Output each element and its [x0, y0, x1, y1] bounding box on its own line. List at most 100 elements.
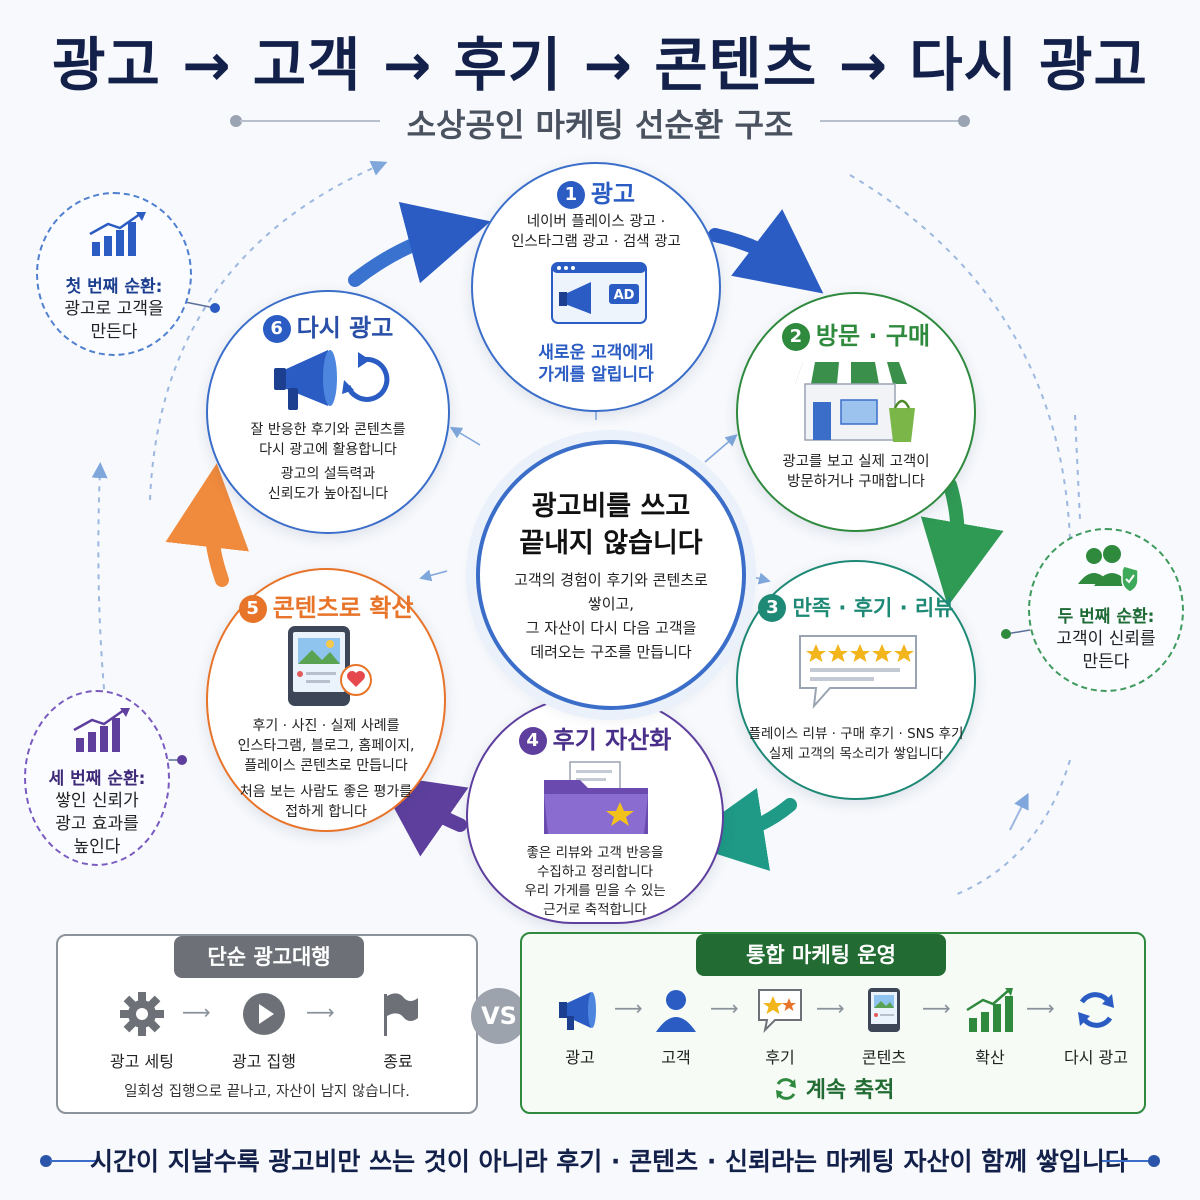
step-number: 1 [556, 181, 585, 209]
center-message: 광고비를 쓰고 끝내지 않습니다 고객의 경험이 후기와 콘텐츠로 쌓이고, 그… [476, 440, 746, 710]
step-desc: 잘 반응한 후기와 콘텐츠를 다시 광고에 활용합니다 광고의 설득력과 신뢰도… [250, 422, 406, 502]
panel-header: 단순 광고대행 [174, 936, 364, 978]
cycle-bubble-second: 두 번째 순환: 고객이 신뢰를 만든다 [1028, 528, 1184, 692]
cycle-bubble-third: 세 번째 순환: 쌓인 신뢰가 광고 효과를 높인다 [24, 690, 170, 866]
simple-step: 광고 세팅 [102, 990, 182, 1072]
tablet-heart-icon [284, 624, 376, 708]
person-icon [656, 990, 696, 1032]
cycle-body: 광고로 고객을 만든다 [64, 299, 164, 342]
store-icon [793, 356, 923, 446]
page-title: 광고 → 고객 → 후기 → 콘텐츠 → 다시 광고 [52, 31, 1148, 99]
accumulate-label: 계속 축적 [522, 1072, 1144, 1104]
spoke [449, 426, 481, 446]
panel-header: 통합 마케팅 운영 [696, 934, 946, 976]
cycle-title: 세 번째 순환: [48, 769, 146, 789]
divider-line [1102, 1160, 1150, 1162]
megaphone-icon [559, 992, 596, 1030]
refresh-icon [1078, 992, 1114, 1028]
simple-agency-panel: 단순 광고대행 광고 세팅 ⟶ 광고 집행 ⟶ 종료 일회성 집행으로 끝나고,… [56, 934, 478, 1114]
flow-arrow-6-1 [348, 201, 491, 287]
arrow-right-icon: ⟶ [1026, 996, 1055, 1020]
footer-message: 시간이 지날수록 광고비만 쓰는 것이 아니라 후기 · 콘텐츠 · 신뢰라는 … [90, 1147, 1128, 1176]
simple-step: 광고 집행 [224, 990, 304, 1072]
divider-line [50, 1160, 98, 1162]
center-title: 광고비를 쓰고 끝내지 않습니다 [519, 491, 703, 559]
step-number: 2 [781, 323, 810, 351]
orbit-arc [1074, 414, 1081, 521]
step-tagline: 새로운 고객에게 가게를 알립니다 [538, 343, 654, 385]
flow-arrow-1-2 [708, 209, 824, 294]
step-desc: 플레이스 리뷰 · 구매 후기 · SNS 후기 실제 고객의 목소리가 쌓입니… [748, 726, 964, 762]
spoke [704, 434, 738, 463]
flow-arrow-5-6 [165, 463, 249, 587]
spoke [419, 569, 448, 582]
divider-dot [230, 115, 242, 127]
step-number: 6 [262, 315, 291, 343]
flag-icon [384, 993, 418, 1036]
orbit-arc [91, 462, 108, 701]
spoke [744, 572, 771, 585]
refresh-icon [775, 1078, 796, 1100]
vs-badge: VS [471, 988, 527, 1044]
cycle-body: 쌓인 신뢰가 광고 효과를 높인다 [55, 791, 139, 857]
bar-chart-up-icon [88, 212, 148, 258]
arrow-right-icon: ⟶ [816, 996, 845, 1020]
flow-arrow-2-3 [920, 478, 1004, 607]
review-bubble-icon [758, 989, 802, 1034]
step-number: 3 [758, 594, 787, 622]
cycle-body: 고객이 신뢰를 만든다 [1056, 629, 1156, 672]
users-shield-icon [1074, 544, 1144, 594]
step-desc: 후기 · 사진 · 실제 사례를 인스타그램, 블로그, 홈페이지, 플레이스 … [237, 718, 415, 820]
arrow-right-icon: ⟶ [306, 1000, 335, 1024]
ad-megaphone-icon: AD [551, 262, 647, 324]
bar-chart-up-icon [72, 708, 132, 754]
folder-star-icon [540, 758, 652, 838]
simple-step: 종료 [358, 990, 438, 1072]
panel-note: 일회성 집행으로 끝나고, 자산이 남지 않습니다. [124, 1084, 410, 1100]
page-subtitle: 소상공인 마케팅 선순환 구조 [406, 106, 794, 144]
orbit-arc [849, 174, 1071, 541]
flow-arrow-3-4 [680, 787, 797, 871]
growth-chart-icon [966, 988, 1013, 1032]
cycle-title: 두 번째 순환: [1057, 607, 1155, 627]
megaphone-refresh-icon [266, 344, 396, 416]
arrow-right-icon: ⟶ [182, 1000, 211, 1024]
play-icon [243, 993, 285, 1035]
divider-line [820, 120, 960, 122]
flow-arrow-4-5 [375, 773, 469, 857]
cycle-bubble-first: 첫 번째 순환: 광고로 고객을 만든다 [36, 192, 192, 356]
step-desc: 광고를 보고 실제 고객이 방문하거나 구매합니다 [782, 454, 930, 490]
step-number: 4 [518, 727, 547, 755]
subtitle-block: 소상공인 마케팅 선순환 구조 [230, 96, 970, 144]
divider-dot [1148, 1155, 1160, 1167]
step-desc: 좋은 리뷰와 고객 반응을 수집하고 정리합니다 우리 가게를 믿을 수 있는 … [524, 845, 666, 918]
center-desc: 고객의 경험이 후기와 콘텐츠로 쌓이고, 그 자산이 다시 다음 고객을 데려… [514, 571, 708, 661]
orbit-arrow [1009, 792, 1029, 831]
cycle-title: 첫 번째 순환: [65, 277, 163, 297]
integrated-marketing-panel: 통합 마케팅 운영 광고 ⟶ 고객 ⟶ 후기 ⟶ 콘텐츠 ⟶ [520, 932, 1146, 1114]
arrow-right-icon: ⟶ [614, 996, 643, 1020]
integrated-step: 고객 [640, 986, 712, 1068]
step-desc: 네이버 플레이스 광고 · 인스타그램 광고 · 검색 광고 [511, 214, 681, 250]
review-stars-icon [796, 632, 920, 712]
integrated-step: 다시 광고 [1054, 986, 1138, 1068]
integrated-step: 후기 [744, 986, 816, 1068]
gear-icon [120, 992, 164, 1036]
divider-line [240, 120, 380, 122]
tablet-icon [868, 988, 900, 1032]
arrow-right-icon: ⟶ [922, 996, 951, 1020]
step-number: 5 [238, 595, 267, 623]
